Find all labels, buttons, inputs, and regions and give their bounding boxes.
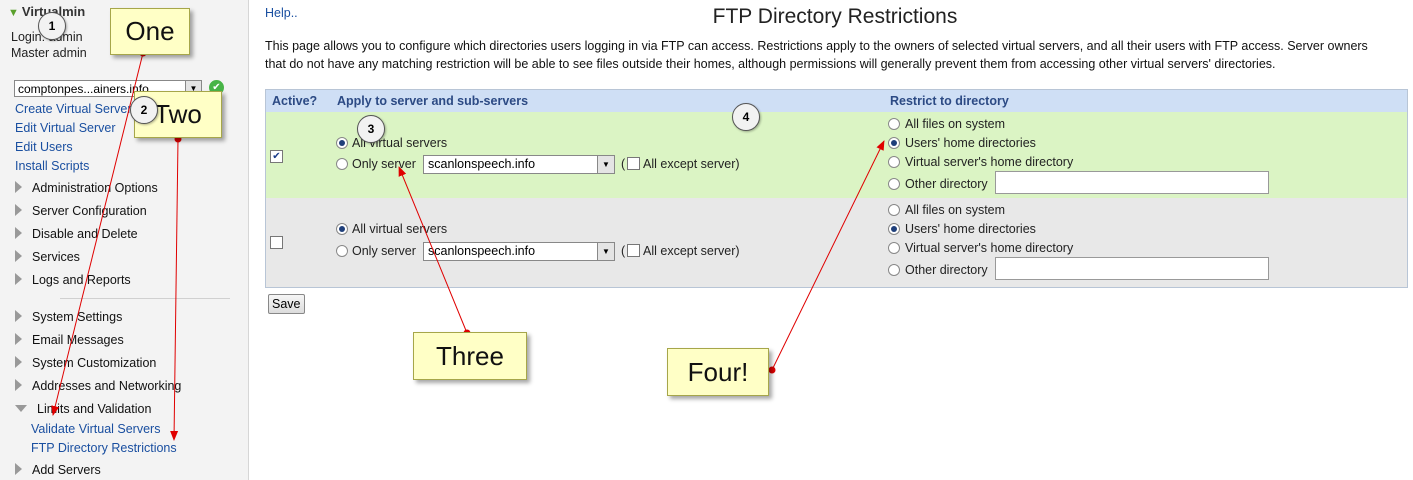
step-badge-3: 3 xyxy=(357,115,385,143)
expand-icon xyxy=(15,181,22,193)
expand-icon xyxy=(15,463,22,475)
collapse-icon xyxy=(15,405,27,412)
step-badge-1: 1 xyxy=(38,12,66,40)
dir-home-directories-label: Users' home directories xyxy=(905,136,1036,150)
callout-one: One xyxy=(110,8,190,55)
table-row: ✔ All virtual servers Only server scanlo… xyxy=(266,112,1407,198)
validate-virtual-servers-link[interactable]: Validate Virtual Servers xyxy=(31,422,161,436)
chevron-down-icon: ▼ xyxy=(8,7,19,19)
dir-all-files-label: All files on system xyxy=(905,203,1006,217)
dir-all-files-label: All files on system xyxy=(905,117,1006,131)
only-server-label: Only server xyxy=(352,157,416,171)
all-except-server-checkbox[interactable] xyxy=(627,157,640,170)
dir-home-directories-label: Users' home directories xyxy=(905,222,1036,236)
chevron-down-icon: ▼ xyxy=(597,156,614,173)
server-select[interactable]: scanlonspeech.info▼ xyxy=(423,242,615,261)
expand-icon xyxy=(15,356,22,368)
category-server-configuration[interactable]: Server Configuration xyxy=(15,204,147,218)
table-header: Active? Apply to server and sub-servers … xyxy=(266,90,1407,112)
dir-home-directories-radio[interactable] xyxy=(888,137,900,149)
edit-users-link[interactable]: Edit Users xyxy=(15,140,73,154)
category-system-customization[interactable]: System Customization xyxy=(15,356,156,370)
install-scripts-link[interactable]: Install Scripts xyxy=(15,159,90,173)
category-administration-options[interactable]: Administration Options xyxy=(15,181,158,195)
all-except-server-label: All except server) xyxy=(643,244,740,258)
category-email-messages[interactable]: Email Messages xyxy=(15,333,124,347)
app-title[interactable]: ▼Virtualmin xyxy=(8,4,85,19)
edit-virtual-server-link[interactable]: Edit Virtual Server xyxy=(15,121,116,135)
dir-all-files-radio[interactable] xyxy=(888,204,900,216)
arrow-four-dot xyxy=(768,366,776,374)
step-badge-2: 2 xyxy=(130,96,158,124)
expand-icon xyxy=(15,273,22,285)
create-virtual-server-link[interactable]: Create Virtual Server xyxy=(15,102,132,116)
category-addresses-and-networking[interactable]: Addresses and Networking xyxy=(15,379,181,393)
expand-icon xyxy=(15,379,22,391)
dir-other-directory-radio[interactable] xyxy=(888,264,900,276)
dir-virtual-server-home-label: Virtual server's home directory xyxy=(905,241,1074,255)
all-virtual-servers-label: All virtual servers xyxy=(352,222,448,236)
dir-virtual-server-home-radio[interactable] xyxy=(888,156,900,168)
expand-icon xyxy=(15,333,22,345)
category-add-servers[interactable]: Add Servers xyxy=(15,463,101,477)
expand-icon xyxy=(15,227,22,239)
dir-other-directory-label: Other directory xyxy=(905,263,988,277)
chevron-down-icon: ▼ xyxy=(597,243,614,260)
all-virtual-servers-radio[interactable] xyxy=(336,223,348,235)
dir-home-directories-radio[interactable] xyxy=(888,223,900,235)
category-disable-and-delete[interactable]: Disable and Delete xyxy=(15,227,138,241)
dir-virtual-server-home-radio[interactable] xyxy=(888,242,900,254)
other-directory-input[interactable] xyxy=(995,171,1269,194)
column-header-restrict: Restrict to directory xyxy=(890,94,1009,108)
category-logs-and-reports[interactable]: Logs and Reports xyxy=(15,273,131,287)
save-button[interactable]: Save xyxy=(268,294,305,314)
category-system-settings[interactable]: System Settings xyxy=(15,310,122,324)
only-server-label: Only server xyxy=(352,244,416,258)
active-checkbox[interactable] xyxy=(270,236,283,249)
all-except-server-label: All except server) xyxy=(643,157,740,171)
column-header-active: Active? xyxy=(272,94,318,108)
only-server-radio[interactable] xyxy=(336,245,348,257)
expand-icon xyxy=(15,310,22,322)
page-title: FTP Directory Restrictions xyxy=(712,5,958,28)
sidebar-divider xyxy=(60,298,230,299)
step-badge-4: 4 xyxy=(732,103,760,131)
expand-icon xyxy=(15,250,22,262)
dir-other-directory-radio[interactable] xyxy=(888,178,900,190)
ftp-directory-restrictions-link[interactable]: FTP Directory Restrictions xyxy=(31,441,177,455)
server-select[interactable]: scanlonspeech.info▼ xyxy=(423,155,615,174)
restrictions-table: Active? Apply to server and sub-servers … xyxy=(265,89,1408,288)
dir-virtual-server-home-label: Virtual server's home directory xyxy=(905,155,1074,169)
all-except-server-checkbox[interactable] xyxy=(627,244,640,257)
callout-three: Three xyxy=(413,332,527,380)
category-limits-and-validation[interactable]: Limits and Validation xyxy=(15,402,151,416)
role-label: Master admin xyxy=(11,46,87,60)
table-row: All virtual servers Only server scanlons… xyxy=(266,198,1407,287)
help-link[interactable]: Help.. xyxy=(265,6,298,20)
paren-label: ( xyxy=(621,157,626,171)
page-description: This page allows you to configure which … xyxy=(265,39,1368,71)
expand-icon xyxy=(15,204,22,216)
sidebar: ▼Virtualmin Login: admin Master admin co… xyxy=(0,0,249,480)
dir-other-directory-label: Other directory xyxy=(905,177,988,191)
callout-four: Four! xyxy=(667,348,769,396)
paren-label: ( xyxy=(621,244,626,258)
active-checkbox[interactable]: ✔ xyxy=(270,150,283,163)
all-virtual-servers-radio[interactable] xyxy=(336,137,348,149)
other-directory-input[interactable] xyxy=(995,257,1269,280)
only-server-radio[interactable] xyxy=(336,158,348,170)
column-header-apply: Apply to server and sub-servers xyxy=(337,94,529,108)
category-services[interactable]: Services xyxy=(15,250,80,264)
dir-all-files-radio[interactable] xyxy=(888,118,900,130)
